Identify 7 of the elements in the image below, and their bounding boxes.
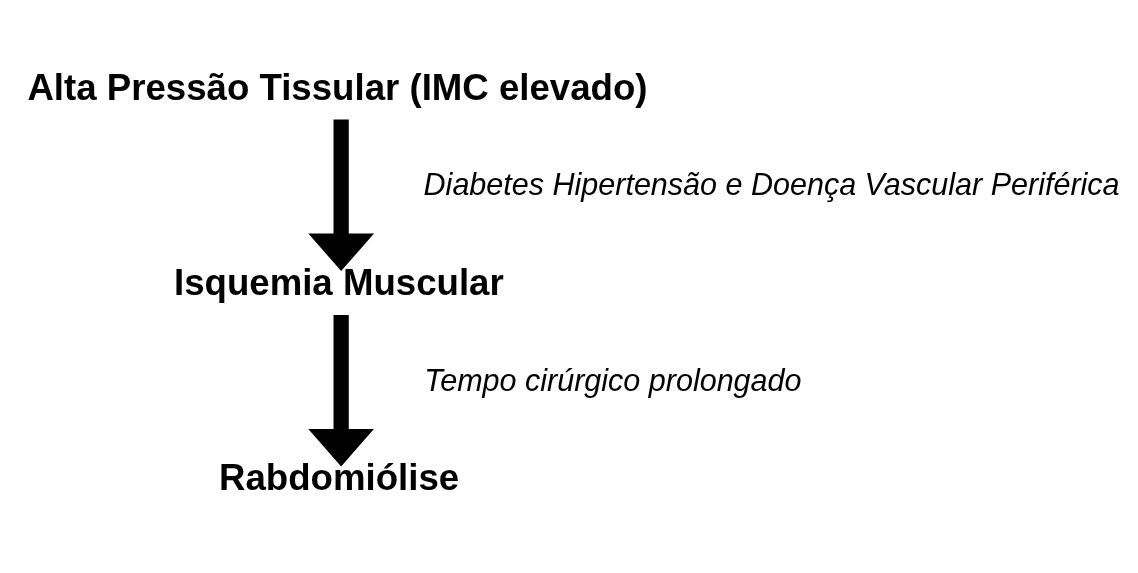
arrow	[308, 118, 374, 271]
arrow	[308, 314, 374, 466]
edge-label: Diabetes Hipertensão e Doença Vascular Periférica	[423, 166, 1120, 201]
node-text: Rabdomiólise	[219, 456, 460, 498]
node-text: Isquemia Muscular	[173, 261, 504, 303]
node-text: Alta Pressão Tissular (IMC elevado)	[27, 66, 648, 108]
edge-label: Tempo cirúrgico prolongado	[424, 362, 802, 397]
